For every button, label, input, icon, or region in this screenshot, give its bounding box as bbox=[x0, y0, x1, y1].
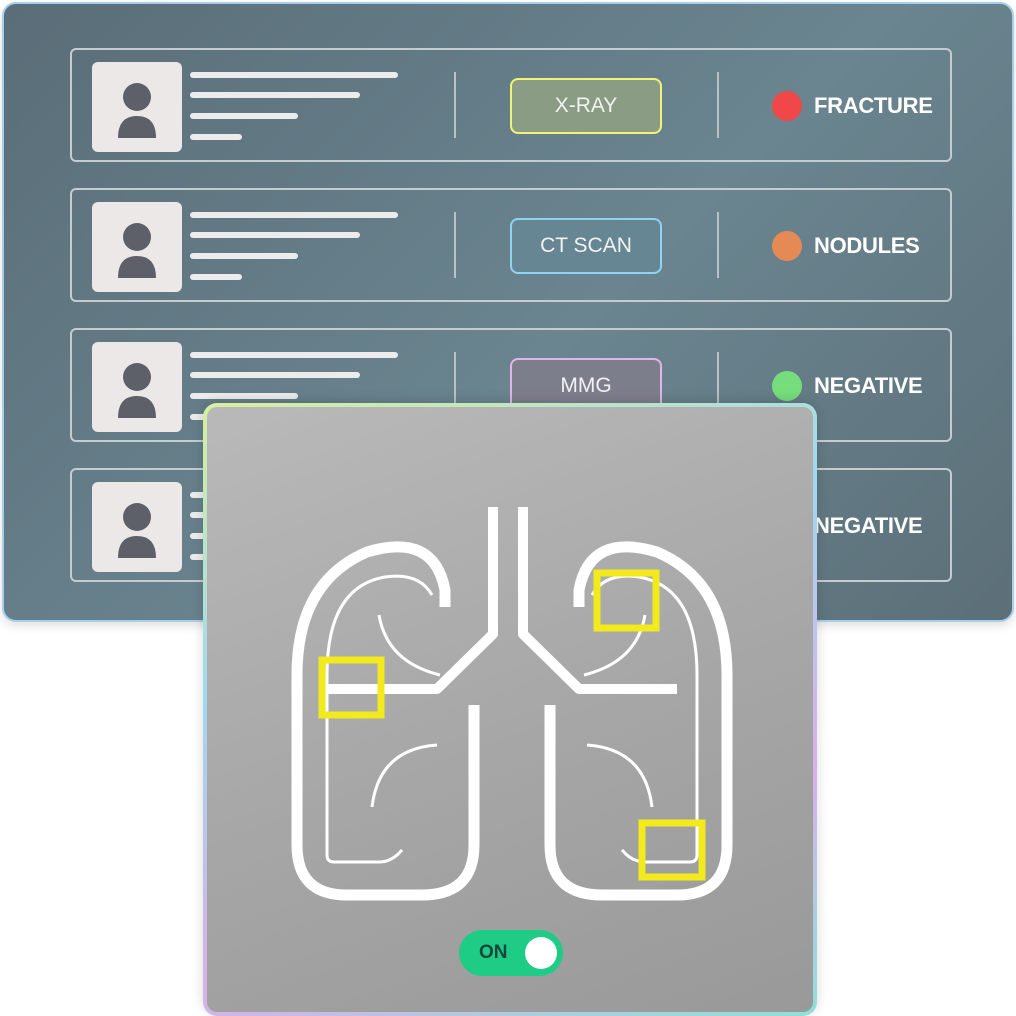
status-dot bbox=[772, 371, 802, 401]
toggle-knob bbox=[525, 937, 557, 969]
patient-info-line bbox=[190, 393, 298, 399]
status-dot bbox=[772, 231, 802, 261]
patient-avatar bbox=[92, 202, 182, 292]
patient-info-line bbox=[190, 352, 398, 358]
person-icon bbox=[118, 83, 156, 138]
person-icon bbox=[118, 503, 156, 558]
patient-info-line bbox=[190, 253, 298, 259]
result-label: NEGATIVE bbox=[814, 373, 923, 398]
toggle-label: ON bbox=[479, 942, 508, 963]
divider bbox=[717, 72, 719, 138]
patient-avatar bbox=[92, 62, 182, 152]
person-icon bbox=[118, 363, 156, 418]
patient-info-line bbox=[190, 134, 242, 140]
patient-info-line bbox=[190, 372, 360, 378]
image-viewer[interactable]: ON bbox=[207, 407, 813, 1012]
patient-info-line bbox=[190, 274, 242, 280]
patient-info-line bbox=[190, 72, 398, 78]
result-label: FRACTURE bbox=[814, 93, 933, 118]
divider bbox=[717, 352, 719, 418]
study-row[interactable]: CT SCAN NODULES bbox=[70, 188, 952, 302]
divider bbox=[717, 212, 719, 278]
patient-info-line bbox=[190, 92, 360, 98]
patient-info-line bbox=[190, 212, 398, 218]
image-viewer-card: ON bbox=[203, 403, 817, 1016]
result-indicator: NEGATIVE bbox=[772, 358, 923, 414]
result-label: NEGATIVE bbox=[814, 513, 923, 538]
study-row[interactable]: X-RAY FRACTURE bbox=[70, 48, 952, 162]
patient-info-line bbox=[190, 113, 298, 119]
finding-highlight bbox=[318, 569, 706, 881]
result-indicator: FRACTURE bbox=[772, 78, 933, 134]
person-icon bbox=[118, 223, 156, 278]
lungs-icon bbox=[291, 507, 733, 901]
overlay-toggle[interactable]: ON bbox=[459, 930, 563, 976]
divider bbox=[454, 352, 456, 418]
divider bbox=[454, 72, 456, 138]
divider bbox=[454, 212, 456, 278]
result-label: NODULES bbox=[814, 233, 920, 258]
patient-avatar bbox=[92, 482, 182, 572]
result-indicator: NODULES bbox=[772, 218, 920, 274]
modality-badge: CT SCAN bbox=[510, 218, 662, 274]
patient-avatar bbox=[92, 342, 182, 432]
modality-badge: X-RAY bbox=[510, 78, 662, 134]
status-dot bbox=[772, 91, 802, 121]
patient-info-line bbox=[190, 232, 360, 238]
